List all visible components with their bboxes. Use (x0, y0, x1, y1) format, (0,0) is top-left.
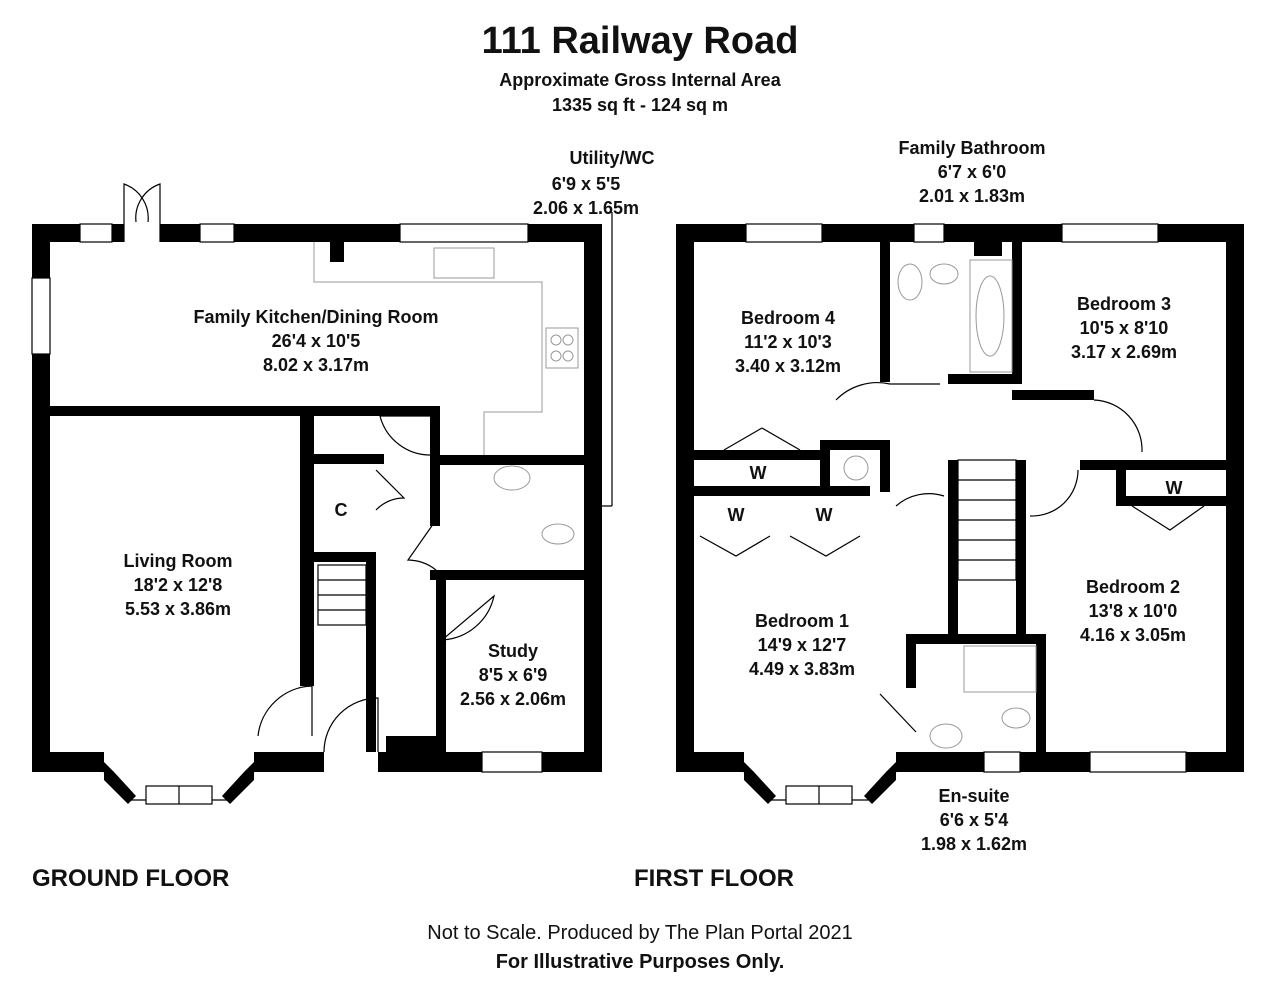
room-name-ensuite: En-suite (938, 786, 1009, 806)
room-metric-study: 2.56 x 2.06m (460, 689, 566, 709)
room-imperial-bedroom4: 11'2 x 10'3 (744, 332, 832, 352)
room-metric-bedroom4: 3.40 x 3.12m (735, 356, 841, 376)
room-imperial-study: 8'5 x 6'9 (479, 665, 548, 685)
room-imperial-living: 18'2 x 12'8 (134, 575, 223, 595)
room-name-bedroom4: Bedroom 4 (741, 308, 835, 328)
plan-title: 111 Railway Road (481, 20, 799, 62)
room-imperial-utility: 6'9 x 5'5 (552, 174, 621, 194)
wardrobe-label: W (728, 505, 745, 525)
ground-floor-plan (31, 183, 613, 805)
room-name-bedroom1: Bedroom 1 (755, 611, 849, 631)
room-name-study: Study (488, 641, 538, 661)
room-name-kitchen: Family Kitchen/Dining Room (193, 307, 438, 327)
room-metric-bedroom1: 4.49 x 3.83m (749, 659, 855, 679)
room-name-living: Living Room (124, 551, 233, 571)
wardrobe-label: W (750, 463, 767, 483)
room-metric-ensuite: 1.98 x 1.62m (921, 834, 1027, 854)
room-metric-utility: 2.06 x 1.65m (533, 198, 639, 218)
room-metric-bathroom: 2.01 x 1.83m (919, 186, 1025, 206)
room-imperial-kitchen: 26'4 x 10'5 (272, 331, 361, 351)
wardrobe-label: W (1166, 478, 1183, 498)
wardrobe-label: W (816, 505, 833, 525)
room-imperial-bathroom: 6'7 x 6'0 (938, 162, 1007, 182)
ground-floor-label: GROUND FLOOR (32, 865, 229, 892)
room-name-bedroom2: Bedroom 2 (1086, 577, 1180, 597)
plan-area: 1335 sq ft - 124 sq m (551, 95, 729, 115)
room-imperial-bedroom1: 14'9 x 12'7 (758, 635, 847, 655)
room-imperial-bedroom2: 13'8 x 10'0 (1089, 601, 1178, 621)
plan-subtitle: Approximate Gross Internal Area (499, 70, 781, 90)
room-metric-kitchen: 8.02 x 3.17m (263, 355, 369, 375)
cupboard-label: C (335, 500, 348, 520)
room-metric-living: 5.53 x 3.86m (125, 599, 231, 619)
footer-note: Not to Scale. Produced by The Plan Porta… (427, 922, 853, 944)
first-floor-plan (676, 223, 1244, 805)
footer-disclaimer: For Illustrative Purposes Only. (495, 951, 785, 973)
room-name-utility: Utility/WC (570, 148, 655, 168)
room-imperial-ensuite: 6'6 x 5'4 (940, 810, 1009, 830)
room-metric-bedroom3: 3.17 x 2.69m (1071, 342, 1177, 362)
first-floor-label: FIRST FLOOR (634, 865, 794, 892)
room-metric-bedroom2: 4.16 x 3.05m (1080, 625, 1186, 645)
room-name-bedroom3: Bedroom 3 (1077, 294, 1171, 314)
room-name-bathroom: Family Bathroom (898, 138, 1045, 158)
room-imperial-bedroom3: 10'5 x 8'10 (1080, 318, 1169, 338)
